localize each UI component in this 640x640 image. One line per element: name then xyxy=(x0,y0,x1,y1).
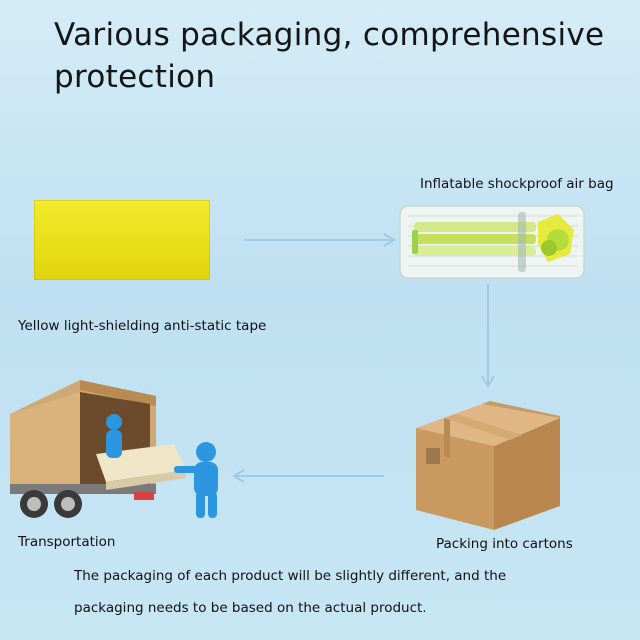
footer-note-line-2: packaging needs to be based on the actua… xyxy=(74,600,427,616)
truck-delivery-image xyxy=(10,380,218,518)
arrow-carton-to-truck-head xyxy=(232,469,245,483)
page-title: Various packaging, comprehensive protect… xyxy=(54,14,614,98)
title-line-1: Various packaging, comprehensive xyxy=(54,17,605,53)
carton-box-image xyxy=(416,401,560,530)
tape-label: Yellow light-shielding anti-static tape xyxy=(18,318,267,334)
transport-label: Transportation xyxy=(18,534,116,550)
arrow-tape-to-airbag-head xyxy=(383,233,396,247)
yellow-tape-image xyxy=(34,200,210,280)
footer-note-line-1: The packaging of each product will be sl… xyxy=(74,568,507,584)
airbag-label: Inflatable shockproof air bag xyxy=(420,176,614,192)
air-bag-image xyxy=(399,205,585,279)
arrow-airbag-to-carton-head xyxy=(481,375,495,388)
title-line-2: protection xyxy=(54,59,216,95)
carton-label: Packing into cartons xyxy=(436,536,573,552)
